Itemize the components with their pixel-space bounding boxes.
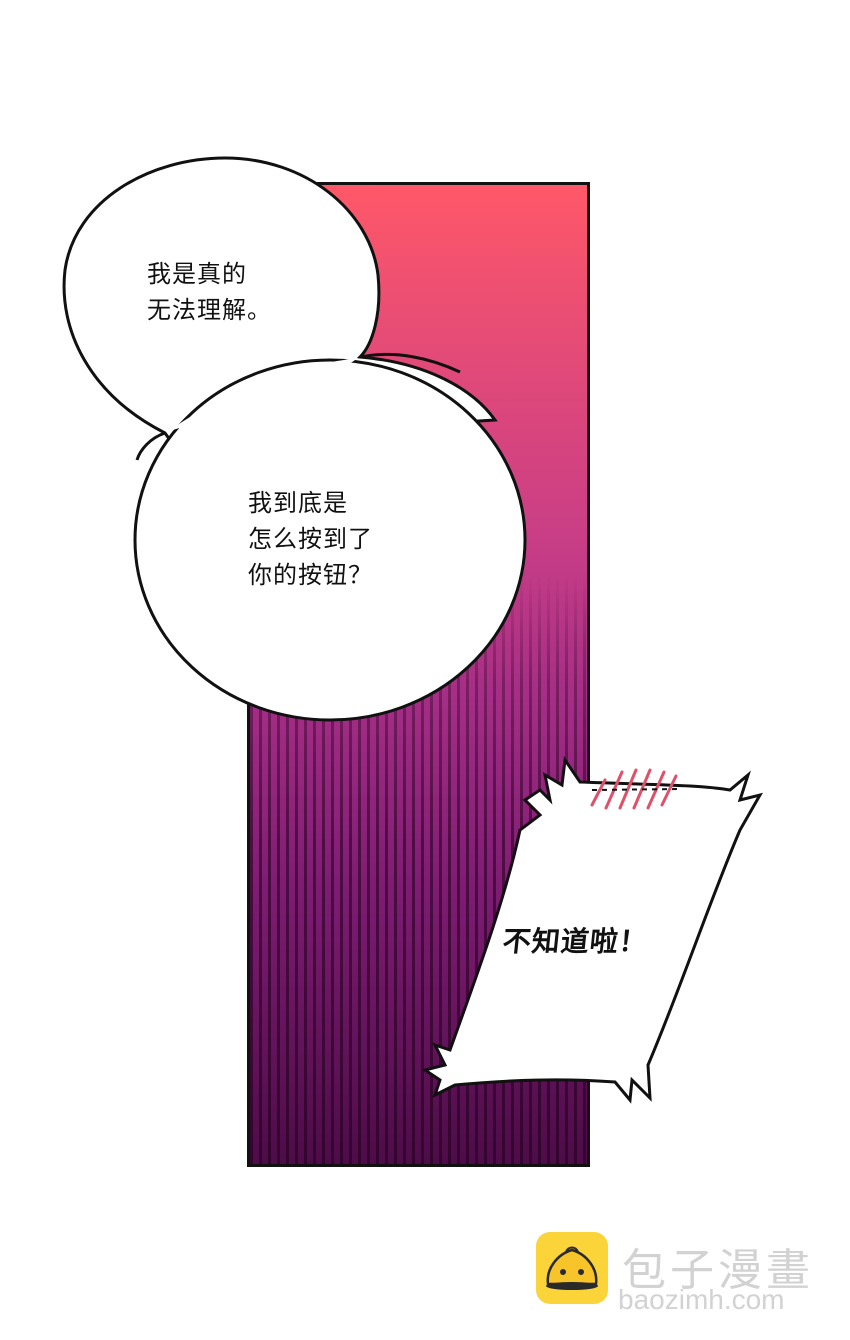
- bun-mascot-icon: [536, 1232, 608, 1304]
- shout-text: 不知道啦！: [501, 925, 650, 958]
- bubble-line: 无法理解。: [147, 296, 272, 324]
- speech-bubble-1-text: 我是真的无法理解。: [147, 256, 272, 328]
- watermark-url: baozimh.com: [618, 1284, 785, 1315]
- speech-bubble-2: [133, 358, 527, 722]
- bubble-line: 你的按钮？: [248, 561, 373, 589]
- bubble-line: 我到底是: [248, 489, 348, 517]
- bubble-line: 我是真的: [147, 260, 247, 288]
- shout-bubble: [421, 755, 764, 1104]
- speech-bubble-2-text: 我到底是怎么按到了你的按钮？: [248, 485, 373, 593]
- watermark-brand-name: 包子漫畫: [622, 1245, 814, 1296]
- bubble-line: 怎么按到了: [248, 525, 373, 553]
